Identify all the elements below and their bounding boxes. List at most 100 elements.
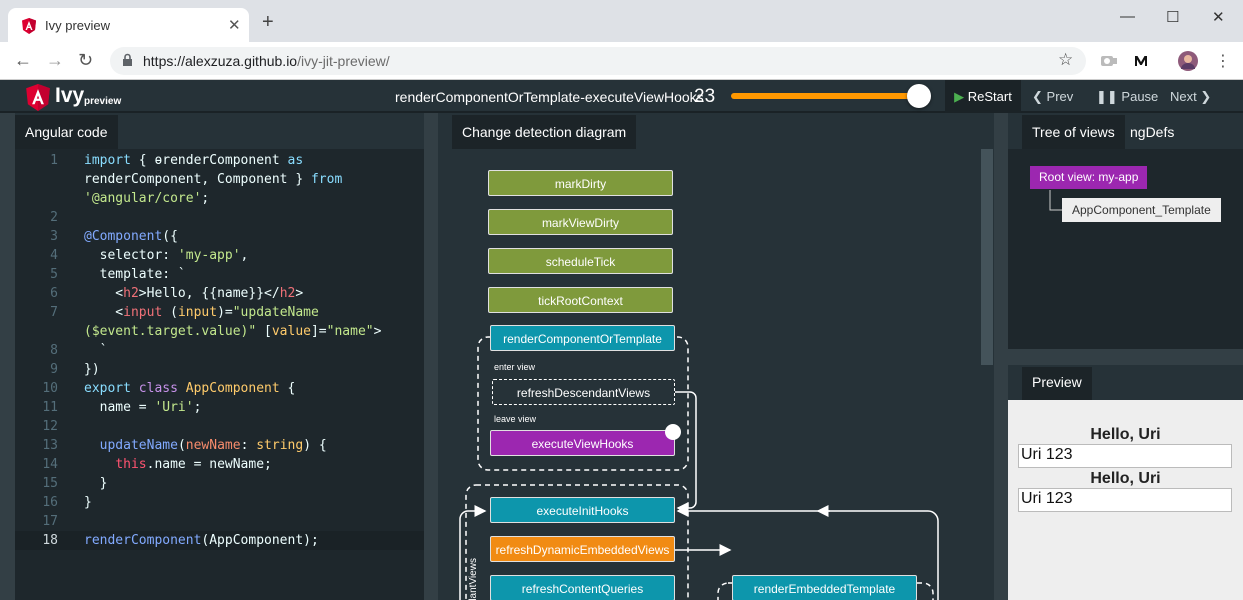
line-number: 7 (50, 305, 58, 320)
next-button[interactable]: Next ❯ (1170, 80, 1211, 113)
splitter-right[interactable] (994, 113, 1008, 600)
tree-child-node[interactable]: AppComponent_Template (1062, 198, 1221, 222)
bookmark-star-icon[interactable]: ☆ (1058, 50, 1074, 69)
diagram-scrollbar[interactable] (981, 149, 993, 365)
preview-panel: Hello, Uri Uri 123 Hello, Uri Uri 123 (1008, 400, 1243, 600)
node-tick-root-context[interactable]: tickRootContext (488, 287, 673, 313)
code-line: '@angular/core'; (84, 191, 210, 206)
extension-m-icon[interactable] (1133, 53, 1149, 69)
node-schedule-tick[interactable]: scheduleTick (488, 248, 673, 274)
code-line: 17 (15, 512, 424, 531)
tab-ngdefs[interactable]: ngDefs (1130, 124, 1175, 140)
pause-button[interactable]: ❚❚ Pause (1096, 80, 1158, 113)
line-number: 17 (42, 514, 58, 529)
tab-title: Ivy preview (45, 18, 111, 33)
angular-favicon-icon (22, 18, 36, 34)
enter-view-label: enter view (494, 362, 536, 372)
reload-icon[interactable]: ↻ (78, 50, 94, 70)
prev-label: Prev (1046, 89, 1074, 104)
avatar[interactable] (1178, 51, 1198, 71)
prev-button[interactable]: ❮ Prev (1032, 80, 1073, 113)
code-line: 2 (15, 208, 424, 227)
tab-change-detection-diagram[interactable]: Change detection diagram (452, 115, 637, 149)
menu-kebab-icon[interactable]: ⋮ (1215, 53, 1231, 70)
code-line: 16} (15, 493, 424, 512)
node-refresh-descendant-views[interactable]: refreshDescendantViews (492, 379, 675, 405)
step-counter: 23 (694, 86, 716, 107)
browser-tabstrip: Ivy preview ✕ + — ☐ ✕ (0, 0, 1243, 42)
maximize-icon[interactable]: ☐ (1166, 9, 1180, 26)
code-line: 11 name = 'Uri'; (15, 398, 424, 417)
vertical-group-label: dantViews (468, 558, 479, 600)
line-number: 12 (42, 419, 58, 434)
step-slider-thumb[interactable] (907, 84, 931, 108)
node-render-embedded-template[interactable]: renderEmbeddedTemplate (732, 575, 917, 600)
node-execute-init-hooks[interactable]: executeInitHooks (490, 497, 675, 523)
splitter-left[interactable] (424, 113, 438, 600)
tree-root-node[interactable]: Root view: my-app (1030, 166, 1148, 189)
current-step-marker (665, 424, 681, 440)
tab-close-icon[interactable]: ✕ (228, 17, 241, 34)
tree-connector (1049, 190, 1063, 211)
browser-tab[interactable]: Ivy preview ✕ (8, 8, 249, 42)
preview-input-2[interactable]: Uri 123 (1018, 488, 1232, 512)
tab-tree-of-views[interactable]: Tree of views (1022, 115, 1125, 149)
lock-icon (123, 53, 132, 66)
line-number: 6 (50, 286, 58, 301)
code-line: 5 template: ` (15, 265, 424, 284)
code-line: 12 (15, 417, 424, 436)
current-step-name: renderComponentOrTemplate-executeViewHoo… (395, 89, 704, 105)
line-number: 16 (42, 495, 58, 510)
line-number: 9 (50, 362, 58, 377)
line-number: 10 (42, 381, 58, 396)
node-refresh-content-queries[interactable]: refreshContentQueries (490, 575, 675, 600)
url-text: https://alexzuza.github.io/ivy-jit-previ… (143, 53, 390, 69)
node-mark-dirty[interactable]: markDirty (488, 170, 673, 196)
code-line: renderComponent, Component } from (84, 172, 343, 187)
code-line: 15 } (15, 474, 424, 493)
angular-logo-icon (26, 84, 50, 111)
line-number: 18 (42, 533, 58, 548)
code-line: 9}) (15, 360, 424, 379)
line-number: 4 (50, 248, 58, 263)
splitter-horizontal[interactable] (1008, 349, 1243, 365)
restart-label: ReStart (967, 89, 1012, 104)
line-number: 13 (42, 438, 58, 453)
line-number: 15 (42, 476, 58, 491)
code-line: 6 <h2>Hello, {{name}}</h2> (15, 284, 424, 303)
line-number: 2 (50, 210, 58, 225)
line-number: 1 (50, 153, 58, 168)
node-render-component-or-template[interactable]: renderComponentOrTemplate (490, 325, 675, 351)
line-number: 8 (50, 343, 58, 358)
chevron-right-icon: ❯ (1200, 89, 1212, 104)
forward-icon[interactable]: → (46, 50, 64, 70)
browser-toolbar: ← → ↻ https://alexzuza.github.io/ivy-jit… (0, 42, 1243, 80)
app-header: Ivy preview renderComponentOrTemplate-ex… (0, 80, 1243, 113)
line-number: 11 (42, 400, 58, 415)
extension-camera-icon[interactable] (1101, 55, 1117, 67)
new-tab-icon[interactable]: + (262, 11, 274, 33)
node-mark-view-dirty[interactable]: markViewDirty (488, 209, 673, 235)
code-line: 3@Component({ (15, 227, 424, 246)
address-bar[interactable]: https://alexzuza.github.io/ivy-jit-previ… (110, 47, 1086, 75)
window-close-icon[interactable]: ✕ (1212, 9, 1225, 26)
minimize-icon[interactable]: — (1120, 8, 1135, 25)
back-icon[interactable]: ← (14, 50, 32, 70)
logo-subtext: preview (84, 96, 122, 107)
step-slider[interactable] (731, 93, 921, 99)
tab-preview[interactable]: Preview (1022, 367, 1092, 400)
preview-heading-1: Hello, Uri (1090, 426, 1161, 443)
code-line: 13 updateName(newName: string) { (15, 436, 424, 455)
preview-input-1[interactable]: Uri 123 (1018, 444, 1232, 468)
tab-angular-code[interactable]: Angular code (15, 115, 118, 149)
pause-label: Pause (1121, 89, 1159, 104)
node-execute-view-hooks[interactable]: executeViewHooks (490, 430, 675, 456)
url-host: https://alexzuza.github.io (143, 53, 298, 69)
node-refresh-dynamic-embedded-views[interactable]: refreshDynamicEmbeddedViews (490, 536, 675, 562)
line-number: 3 (50, 229, 58, 244)
restart-button[interactable]: ▶ ReStart (945, 80, 1021, 113)
